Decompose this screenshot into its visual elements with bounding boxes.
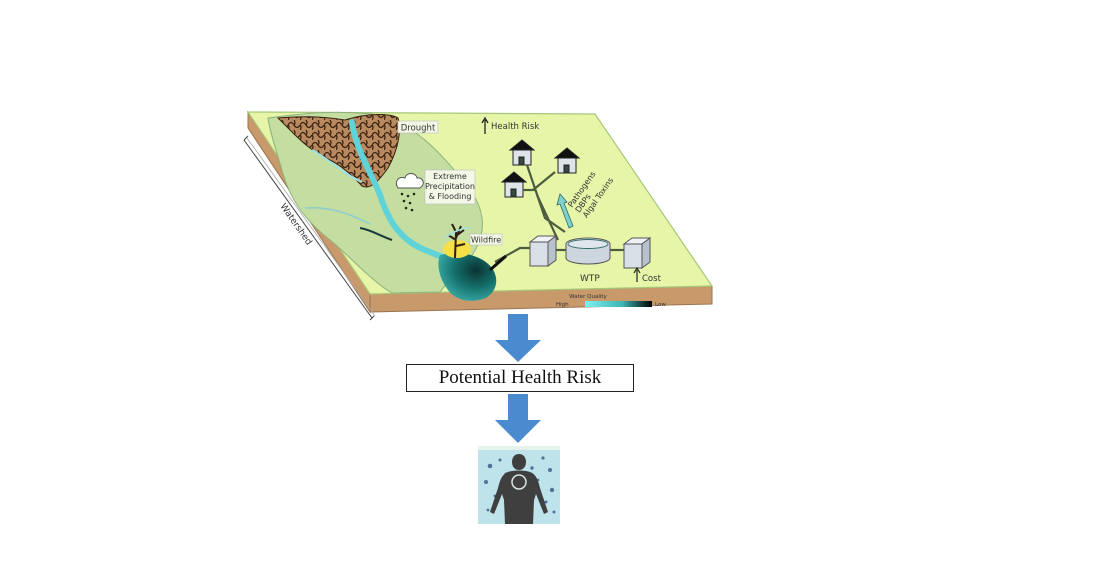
up-arrow-icon <box>633 266 641 282</box>
potential-health-risk-box: Potential Health Risk <box>406 364 634 392</box>
drought-label: Drought <box>397 120 439 134</box>
intake-pipe <box>489 254 507 272</box>
svg-text:Water Quality: Water Quality <box>569 294 607 300</box>
house-icon <box>500 171 528 198</box>
svg-text:& Flooding: & Flooding <box>429 192 472 201</box>
wildfire-label: Wildfire <box>469 233 503 246</box>
water-quality-gradient <box>585 301 652 307</box>
cost-label: Cost <box>633 266 662 284</box>
svg-text:Drought: Drought <box>401 124 436 134</box>
water-treatment-plant <box>528 235 652 269</box>
down-arrow-icon <box>495 314 541 362</box>
svg-text:High: High <box>556 302 569 308</box>
svg-text:Health Risk: Health Risk <box>491 122 539 132</box>
up-arrow-icon <box>481 116 489 134</box>
water-quality-legend: Water Quality High Low <box>556 294 666 308</box>
svg-text:Low: Low <box>655 302 666 308</box>
house-icon <box>553 147 581 174</box>
svg-text:Wildfire: Wildfire <box>471 236 501 245</box>
svg-text:Precipitation: Precipitation <box>425 182 475 191</box>
health-risk-label: Health Risk <box>481 116 539 134</box>
down-arrow-icon <box>495 394 541 443</box>
svg-text:Extreme: Extreme <box>433 172 467 181</box>
house-icon <box>508 139 536 166</box>
wildfire-icon <box>443 223 471 259</box>
svg-text:Cost: Cost <box>642 274 662 284</box>
reservoir <box>438 253 497 301</box>
rain-cloud-icon <box>395 173 424 212</box>
potential-health-risk-label: Potential Health Risk <box>438 367 602 388</box>
wtp-label: WTP <box>580 274 600 284</box>
extreme-precipitation-label: Extreme Precipitation & Flooding <box>424 169 476 205</box>
human-health-icon <box>478 446 560 524</box>
houses <box>500 139 581 198</box>
